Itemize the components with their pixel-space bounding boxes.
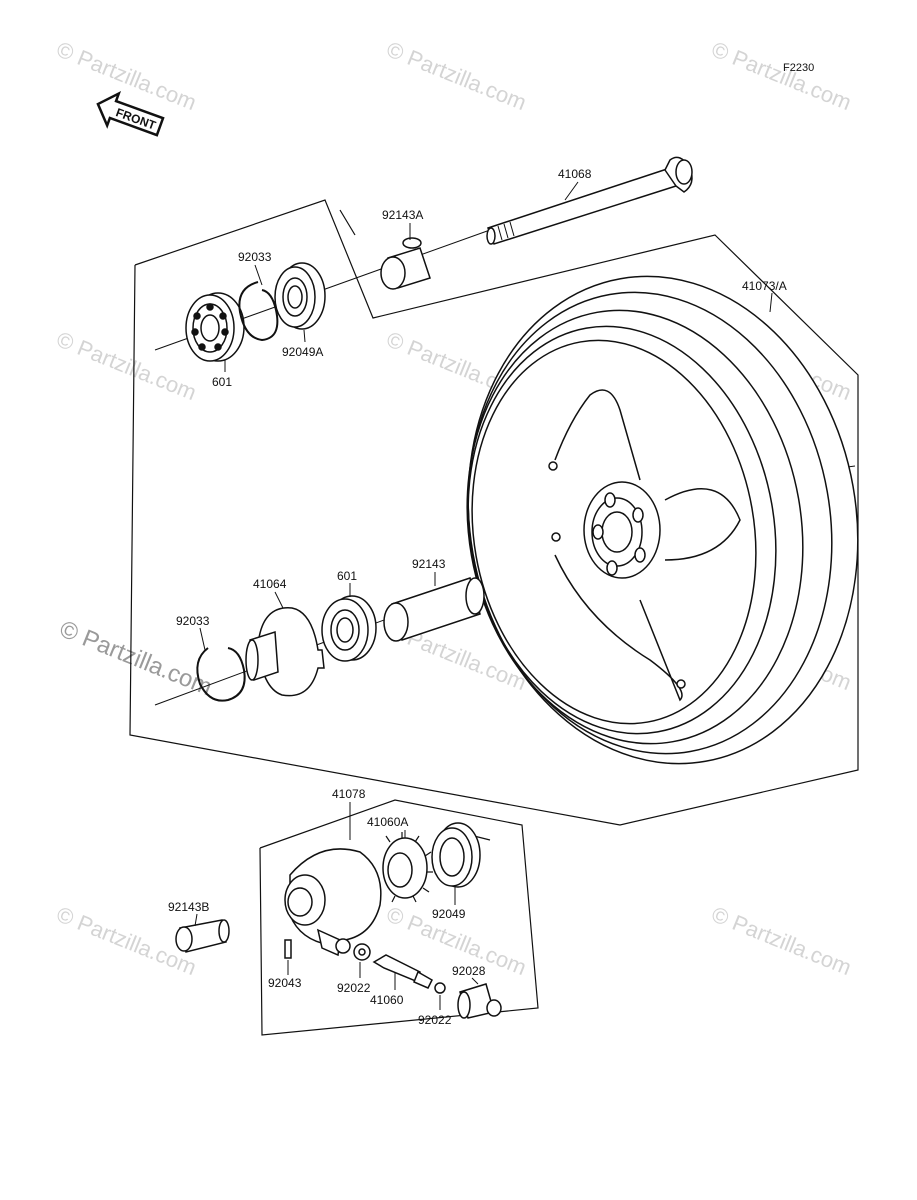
label-92022-a: 92022 bbox=[337, 981, 371, 995]
wheel bbox=[466, 275, 859, 765]
watermark: © Partzilla.com bbox=[708, 901, 855, 980]
label-92143B: 92143B bbox=[168, 900, 209, 914]
watermark: © Partzilla.com bbox=[53, 36, 200, 115]
washer-b bbox=[434, 982, 446, 994]
label-41078: 41078 bbox=[332, 787, 366, 801]
label-92143A: 92143A bbox=[382, 208, 423, 222]
seal-gear bbox=[431, 822, 481, 888]
circlip-lower bbox=[196, 647, 246, 702]
axle bbox=[486, 156, 693, 245]
bearing-upper bbox=[185, 292, 245, 362]
label-41060: 41060 bbox=[370, 993, 404, 1007]
gear-housing bbox=[284, 848, 382, 957]
pin bbox=[284, 939, 292, 959]
seal-upper bbox=[274, 262, 326, 330]
spacer-plate bbox=[245, 607, 325, 697]
figure-code: F2230 bbox=[783, 62, 814, 74]
group-outline bbox=[129, 199, 859, 826]
watermark: © Partzilla.com bbox=[53, 326, 200, 405]
label-92049A: 92049A bbox=[282, 345, 323, 359]
watermark: © Partzilla.com bbox=[56, 616, 216, 702]
label-92033-lower: 92033 bbox=[176, 614, 210, 628]
spacer-tube bbox=[383, 577, 485, 642]
label-41073A: 41073/A bbox=[742, 279, 787, 293]
watermark: © Partzilla.com bbox=[383, 36, 530, 115]
label-92028: 92028 bbox=[452, 964, 486, 978]
drive-gear bbox=[382, 832, 433, 903]
washer-a bbox=[353, 943, 371, 961]
watermark: © Partzilla.com bbox=[708, 36, 855, 115]
label-41068: 41068 bbox=[558, 167, 592, 181]
leader-lines bbox=[194, 181, 773, 1010]
label-601-lower: 601 bbox=[337, 569, 357, 583]
bushing bbox=[457, 983, 502, 1019]
label-92143: 92143 bbox=[412, 557, 446, 571]
label-41060A: 41060A bbox=[367, 815, 408, 829]
label-92022-b: 92022 bbox=[418, 1013, 452, 1027]
pinion bbox=[372, 954, 433, 989]
collar-left bbox=[175, 919, 230, 953]
label-92033-upper: 92033 bbox=[238, 250, 272, 264]
label-41064: 41064 bbox=[253, 577, 287, 591]
label-601-upper: 601 bbox=[212, 375, 232, 389]
circlip-upper bbox=[238, 281, 279, 342]
part-labels: 41068 92143A 92033 601 92049A 41073/A 41… bbox=[168, 167, 787, 1027]
bearing-lower bbox=[321, 595, 377, 662]
label-92043: 92043 bbox=[268, 976, 302, 990]
collar-right bbox=[380, 237, 431, 290]
label-92049: 92049 bbox=[432, 907, 466, 921]
